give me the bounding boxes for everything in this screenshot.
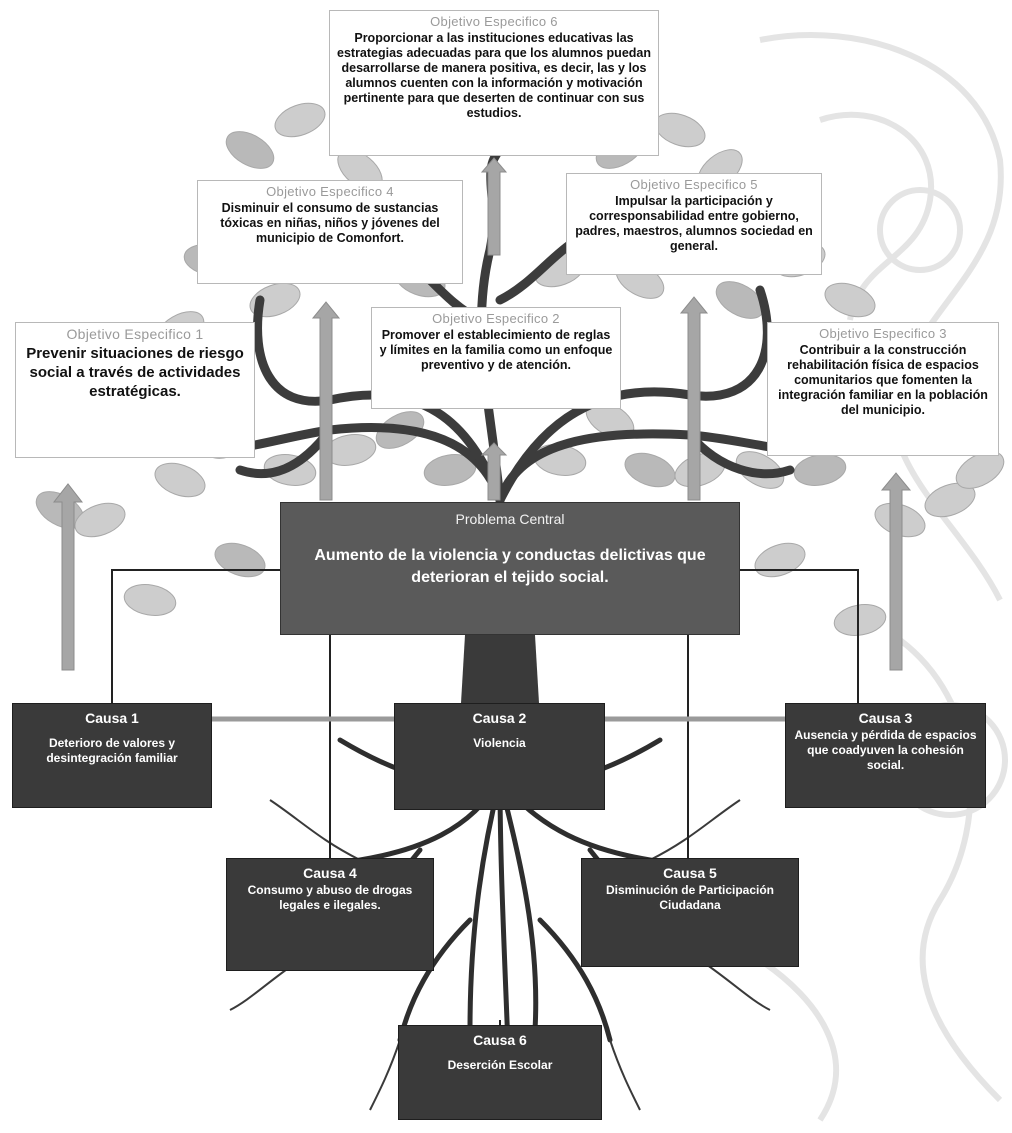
objective-4-text: Disminuir el consumo de sustancias tóxic… xyxy=(220,201,440,245)
central-problem-title: Problema Central xyxy=(455,511,565,527)
objective-2-text: Promover el establecimiento de reglas y … xyxy=(379,328,613,372)
cause-1-box: Causa 1 Deterioro de valores y desintegr… xyxy=(12,703,212,808)
objective-1-title: Objetivo Especifico 1 xyxy=(66,326,204,342)
cause-3-title: Causa 3 xyxy=(858,710,913,726)
objective-3-title: Objetivo Especifico 3 xyxy=(819,326,947,341)
objective-5-title: Objetivo Especifico 5 xyxy=(630,177,758,192)
cause-1-title: Causa 1 xyxy=(85,710,139,726)
objective-2-box: Objetivo Especifico 2 Promover el establ… xyxy=(371,307,621,409)
objective-5-text: Impulsar la participación y corresponsab… xyxy=(575,194,813,253)
leaf xyxy=(154,462,206,498)
cause-5-text: Disminución de Participación Ciudadana xyxy=(605,883,775,912)
cause-3-text: Ausencia y pérdida de espacios que coady… xyxy=(794,728,977,772)
cause-6-text: Deserción Escolar xyxy=(447,1058,553,1072)
cause-5-box: Causa 5 Disminución de Participación Ciu… xyxy=(581,858,799,967)
leaf xyxy=(123,584,177,616)
cause-4-text: Consumo y abuso de drogas legales e ileg… xyxy=(247,883,413,912)
cause-5-title: Causa 5 xyxy=(663,865,717,881)
objective-4-box: Objetivo Especifico 4 Disminuir el consu… xyxy=(197,180,463,284)
connector-lines xyxy=(111,569,859,1048)
objective-2-title: Objetivo Especifico 2 xyxy=(432,311,560,326)
leaf xyxy=(274,102,326,138)
objective-6-box: Objetivo Especifico 6 Proporcionar a las… xyxy=(329,10,659,156)
central-problem-text: Aumento de la violencia y conductas deli… xyxy=(314,547,706,586)
leaf xyxy=(924,482,976,518)
tree-trunk xyxy=(460,635,540,720)
objective-3-box: Objetivo Especifico 3 Contribuir a la co… xyxy=(767,322,999,456)
leaf xyxy=(793,454,847,486)
objective-3-text: Contribuir a la construcción rehabilitac… xyxy=(778,343,988,417)
cause-3-box: Causa 3 Ausencia y pérdida de espacios q… xyxy=(785,703,986,808)
objective-4-title: Objetivo Especifico 4 xyxy=(266,184,394,199)
objective-1-box: Objetivo Especifico 1 Prevenir situacion… xyxy=(15,322,255,458)
cause-2-title: Causa 2 xyxy=(472,710,527,726)
cause-4-title: Causa 4 xyxy=(303,865,357,881)
objective-6-text: Proporcionar a las instituciones educati… xyxy=(337,31,651,120)
leaf xyxy=(824,282,876,318)
cause-4-box: Causa 4 Consumo y abuso de drogas legale… xyxy=(226,858,434,971)
cause-6-box: Causa 6 Deserción Escolar xyxy=(398,1025,602,1120)
leaf xyxy=(74,502,126,538)
up-arrows xyxy=(52,157,912,671)
leaf xyxy=(754,542,806,578)
leaf xyxy=(955,451,1005,489)
leaf xyxy=(225,131,275,169)
cause-1-text: Deterioro de valores y desintegración fa… xyxy=(46,736,178,765)
objective-1-text: Prevenir situaciones de riesgo social a … xyxy=(26,345,244,400)
cause-6-title: Causa 6 xyxy=(473,1032,527,1048)
leaf xyxy=(624,452,676,488)
cause-2-text: Violencia xyxy=(473,736,526,750)
leaf xyxy=(833,604,887,636)
objective-5-box: Objetivo Especifico 5 Impulsar la partic… xyxy=(566,173,822,275)
objective-6-title: Objetivo Especifico 6 xyxy=(430,14,558,29)
cause-2-box: Causa 2 Violencia xyxy=(394,703,605,810)
leaf xyxy=(214,542,266,578)
leaf xyxy=(654,112,706,148)
central-problem-box: Problema Central Aumento de la violencia… xyxy=(280,502,740,635)
